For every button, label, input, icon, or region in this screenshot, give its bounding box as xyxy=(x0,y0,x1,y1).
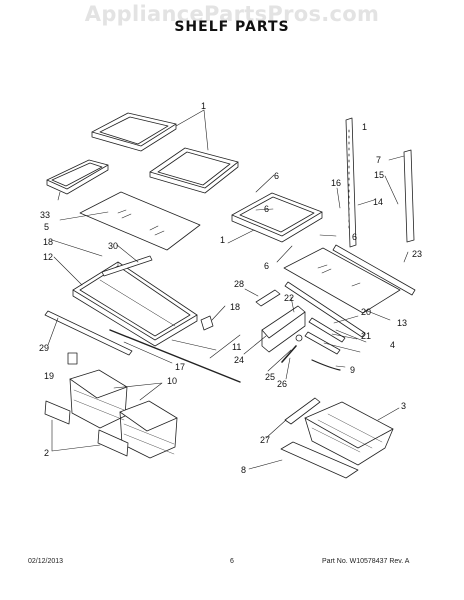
crisper-drawer-left xyxy=(69,369,128,429)
drawer-front-2 xyxy=(97,429,129,457)
callout-label: 9 xyxy=(350,365,355,375)
callout-label: 8 xyxy=(241,465,246,475)
part-21 xyxy=(304,331,341,355)
bar-23 xyxy=(332,244,416,296)
clip-19 xyxy=(67,352,78,365)
callout-label: 6 xyxy=(264,204,269,214)
callout-label: 15 xyxy=(374,170,384,180)
callout-label: 7 xyxy=(376,155,381,165)
callout-label: 10 xyxy=(167,376,177,386)
callout-label: 6 xyxy=(264,261,269,271)
watermark: AppliancePartsPros.com xyxy=(84,2,380,26)
knob-25 xyxy=(295,334,303,342)
callout-labels: 1 1 33 5 18 30 12 6 6 6 6 1 7 15 16 14 2… xyxy=(39,101,422,475)
bin-3 xyxy=(304,401,394,466)
callout-label: 12 xyxy=(43,252,53,262)
callout-label: 13 xyxy=(397,318,407,328)
upper-shelf-left xyxy=(91,112,177,152)
callout-label: 2 xyxy=(44,448,49,458)
callout-label: 5 xyxy=(44,222,49,232)
callout-label: 23 xyxy=(412,249,422,259)
support-22 xyxy=(261,305,306,353)
callout-label: 18 xyxy=(43,237,53,247)
part-26 xyxy=(281,345,297,363)
trim-4 xyxy=(284,281,366,338)
part-8 xyxy=(280,441,359,479)
callout-label: 28 xyxy=(234,279,244,289)
rail-30 xyxy=(101,255,153,277)
callout-label: 1 xyxy=(201,101,206,111)
callout-label: 6 xyxy=(274,171,279,181)
bracket-28 xyxy=(255,289,281,307)
rod-11 xyxy=(109,329,241,383)
rod-9 xyxy=(311,359,341,371)
leader-lines xyxy=(47,109,409,470)
upper-shelf-center xyxy=(149,147,239,194)
callout-label: 26 xyxy=(277,379,287,389)
footer-part-number: Part No. W10578437 Rev. A xyxy=(322,558,410,565)
callout-label: 29 xyxy=(39,343,49,353)
callout-label: 1 xyxy=(362,122,367,132)
callout-label: 33 xyxy=(40,210,50,220)
callout-label: 16 xyxy=(331,178,341,188)
part-20 xyxy=(308,317,346,343)
trim-strip-29 xyxy=(44,310,133,356)
glass-13 xyxy=(283,247,401,314)
footer-page-number: 6 xyxy=(230,558,234,565)
callout-label: 3 xyxy=(401,401,406,411)
callout-label: 18 xyxy=(230,302,240,312)
footer-date: 02/12/2013 xyxy=(28,558,64,565)
callout-label: 14 xyxy=(373,197,383,207)
callout-label: 24 xyxy=(234,355,244,365)
callout-label: 20 xyxy=(361,307,371,317)
callout-label: 19 xyxy=(44,371,54,381)
small-shelf xyxy=(46,159,109,195)
callout-label: 25 xyxy=(265,372,275,382)
callout-label: 22 xyxy=(284,293,294,303)
callout-label: 4 xyxy=(390,340,395,350)
bracket-18 xyxy=(200,315,214,331)
upright-rail xyxy=(345,117,357,248)
upright-rail-2 xyxy=(403,149,415,243)
part-27 xyxy=(284,397,321,425)
diagram-title: SHELF PARTS xyxy=(174,19,290,35)
glass-panel xyxy=(79,191,201,251)
callout-label: 30 xyxy=(108,241,118,251)
callout-label: 21 xyxy=(361,331,371,341)
callout-label: 11 xyxy=(232,342,241,352)
crisper-drawer-right xyxy=(119,400,178,459)
callout-label: 27 xyxy=(260,435,270,445)
door-shelf-right xyxy=(231,192,323,243)
drawer-front-1 xyxy=(44,400,71,425)
callout-label: 6 xyxy=(352,232,357,242)
callout-label: 17 xyxy=(175,362,185,372)
callout-label: 1 xyxy=(220,235,225,245)
